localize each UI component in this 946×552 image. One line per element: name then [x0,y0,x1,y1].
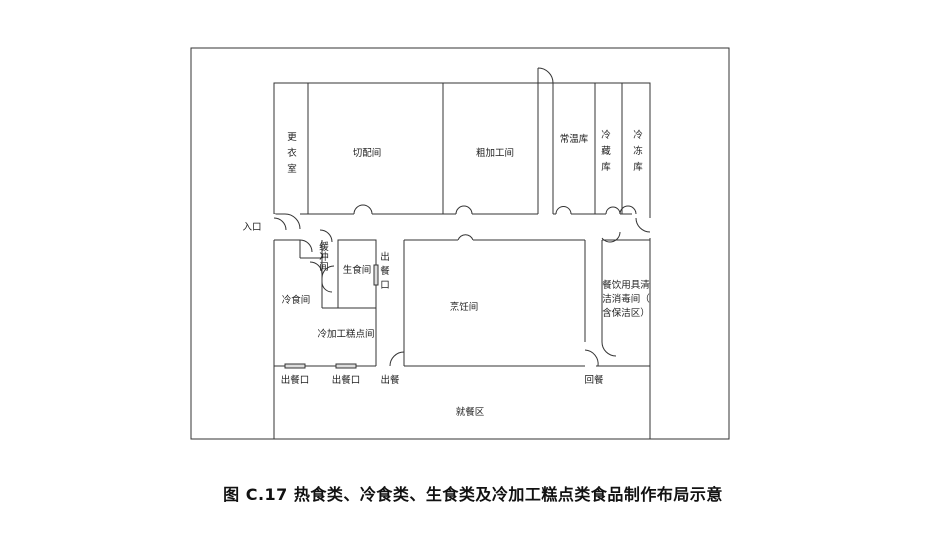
normal-storage-label: 常温库 [560,133,589,145]
serve-out-label-3: 出餐 [380,374,400,386]
buffer-label-2: 冲 [319,251,329,263]
freezer-label-2: 冻 [633,145,643,157]
cutting-room-label: 切配间 [353,147,382,159]
cold-storage-label-2: 藏 [601,145,611,157]
return-label: 回餐 [584,374,604,386]
outer-frame [190,47,730,440]
cold-storage-label-3: 库 [601,161,611,173]
changing-room-label-1: 更 [287,132,297,143]
changing-room-label-2: 衣 [287,147,297,159]
raw-food-room-label: 生食间 [343,264,372,276]
serve-out-label-1: 出餐口 [281,374,310,386]
cooking-room-label: 烹饪间 [450,301,479,313]
serving-window-label-3: 口 [380,280,390,291]
rough-processing-label: 粗加工间 [476,147,514,159]
floor-plan: 更 衣 室 切配间 粗加工间 常温库 冷 藏 库 冷 冻 库 入口 缓 冲 间 … [190,47,730,440]
changing-room-label-3: 室 [287,163,297,175]
building-outline [273,82,651,440]
dining-area-label: 就餐区 [456,406,485,418]
figure-caption: 图 C.17 热食类、冷食类、生食类及冷加工糕点类食品制作布局示意 [223,485,723,504]
entrance-label: 入口 [242,222,261,233]
freezer-label-1: 冷 [633,129,643,141]
serving-window-label-2: 餐 [380,265,390,277]
buffer-label-1: 缓 [319,241,329,253]
cold-storage-label-1: 冷 [601,129,611,141]
serve-out-label-2: 出餐口 [332,374,361,386]
buffer-label-3: 间 [319,261,329,273]
serving-window-label-1: 出 [380,251,390,263]
dish-cleaning-label-2: 洁消毒间（ [602,293,650,305]
dish-cleaning-label-3: 含保洁区） [602,307,650,319]
cold-food-room-label: 冷食间 [282,294,311,306]
dish-cleaning-label-1: 餐饮用具清 [602,279,650,291]
freezer-label-3: 库 [633,161,643,173]
pastry-room-label: 冷加工糕点间 [317,328,374,340]
